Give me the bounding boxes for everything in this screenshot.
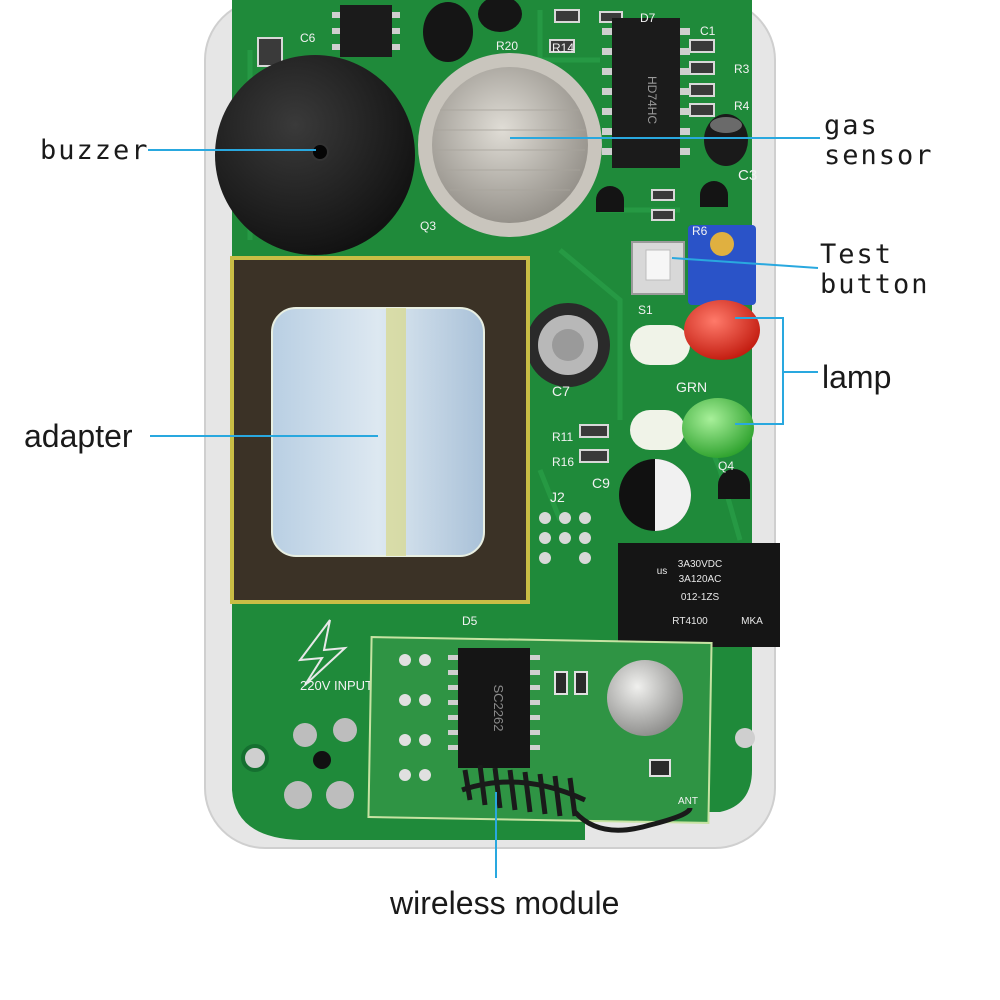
- transistor-q3: [700, 181, 728, 207]
- label-wireless-module: wireless module: [390, 885, 620, 921]
- ic-chip-top-left: [340, 5, 392, 57]
- leader-lamp: [735, 317, 818, 425]
- antenna-coil: [461, 764, 693, 833]
- label-lamp: lamp: [822, 359, 892, 395]
- marking-q4: Q4: [718, 459, 734, 473]
- marking-s1: S1: [638, 303, 653, 317]
- power-input-marking: 220V INPUT: [300, 678, 373, 693]
- label-gas-line2: sensor: [824, 140, 934, 171]
- capacitor-top: [423, 2, 473, 62]
- power-input-terminals: [284, 718, 357, 809]
- relay-cert: us: [657, 566, 668, 577]
- marking-c7: C7: [552, 383, 570, 399]
- mounting-hole: [241, 744, 269, 772]
- label-gas-line1: gas: [824, 110, 879, 141]
- led-red-body: [630, 325, 690, 365]
- led-red: [684, 300, 760, 360]
- high-voltage-symbol: [297, 619, 348, 686]
- marking-r11: R11: [552, 430, 573, 444]
- chip-marking: SC2262: [491, 685, 506, 732]
- ic-hd74hc: [612, 18, 680, 168]
- label-buzzer: buzzer: [40, 135, 150, 166]
- relay-brand: MKA: [741, 616, 763, 627]
- module-pads: [399, 654, 431, 781]
- marking-q3: Q3: [420, 219, 436, 233]
- marking-r14: R14: [552, 41, 574, 55]
- marking-c3: C3: [738, 167, 757, 184]
- transistor-q: [596, 186, 624, 212]
- relay-line3: 012-1ZS: [681, 592, 720, 603]
- transformer-coil: [271, 307, 485, 557]
- marking-c9: C9: [592, 475, 610, 491]
- label-test-line2: button: [820, 269, 930, 300]
- marking-r4: R4: [734, 99, 750, 113]
- marking-j2: J2: [550, 489, 565, 505]
- marking-r20: R20: [496, 39, 518, 53]
- marking-r16: R16: [552, 455, 574, 469]
- ic-marking: HD74HC: [645, 76, 659, 124]
- led-green-body: [630, 410, 685, 450]
- label-test-line1: Test: [820, 239, 894, 270]
- transistor-q4: [718, 469, 750, 499]
- potentiometer: [688, 225, 756, 305]
- marking-d5: D5: [462, 614, 478, 628]
- marking-d7: D7: [640, 11, 656, 25]
- relay-line1: 3A30VDC: [678, 559, 722, 570]
- crystal-can: [607, 660, 683, 736]
- marking-grn: GRN: [676, 379, 707, 395]
- leader-lines: [148, 137, 820, 878]
- encoder-chip: [458, 648, 530, 768]
- led-green: [682, 398, 754, 458]
- relay-line2: 3A120AC: [679, 574, 722, 585]
- marking-r6: R6: [692, 224, 708, 238]
- label-adapter: adapter: [24, 418, 133, 454]
- relay: [618, 543, 780, 647]
- marking-r3: R3: [734, 62, 750, 76]
- buzzer-hole: [311, 143, 329, 161]
- marking-c6: C6: [300, 31, 316, 45]
- j2-header-pads: [539, 512, 591, 564]
- relay-line4: RT4100: [672, 616, 708, 627]
- marking-ant: ANT: [678, 796, 698, 807]
- marking-c1: C1: [700, 24, 716, 38]
- leader-test-button: [671, 257, 819, 269]
